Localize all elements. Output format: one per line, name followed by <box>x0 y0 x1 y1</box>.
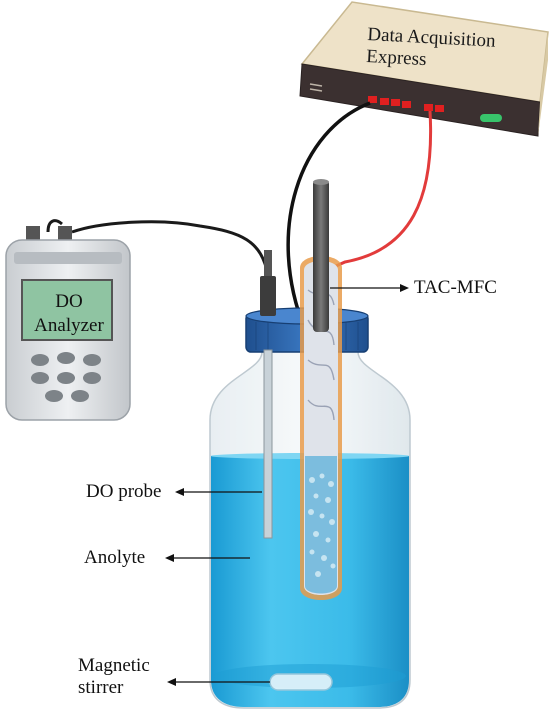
analyzer-screen-line2: Analyzer <box>34 315 104 336</box>
label-stirrer-line2: stirrer <box>78 677 124 698</box>
label-anolyte: Anolyte <box>84 547 146 568</box>
do-probe <box>260 250 276 539</box>
label-do-probe: DO probe <box>86 481 162 502</box>
arrow-do-probe <box>175 488 262 496</box>
label-stirrer-line1: Magnetic <box>78 655 150 676</box>
red-wire <box>326 110 433 272</box>
daq-power-indicator <box>480 114 502 122</box>
mfc-swirl-pattern <box>307 289 335 421</box>
analyzer-cable <box>71 220 270 277</box>
data-acquisition-device <box>299 1 549 137</box>
daq-indicator-lights <box>368 96 444 112</box>
arrow-anolyte <box>165 554 250 562</box>
arrow-stirrer <box>167 678 270 686</box>
arrow-tac-mfc <box>330 284 409 292</box>
daq-vent-lines <box>309 83 323 92</box>
analyzer-buttons <box>31 352 101 402</box>
tac-mfc-tube <box>300 179 342 600</box>
label-tac-mfc: TAC-MFC <box>414 277 497 298</box>
mfc-electrode-rod <box>313 180 329 332</box>
analyzer-screen-line1: DO <box>55 291 83 312</box>
magnetic-stirrer-bar <box>269 673 333 691</box>
analyzer-screen-text: DO Analyzer <box>26 290 112 338</box>
analyzer-cable-2 <box>46 219 63 233</box>
mfc-porous-matrix <box>308 473 336 577</box>
label-magnetic-stirrer: Magnetic stirrer <box>78 655 150 699</box>
black-wire <box>286 101 371 331</box>
daq-title: Data Acquisition Express <box>366 24 496 75</box>
analyzer-screen <box>21 279 113 341</box>
annotation-arrows <box>165 284 409 686</box>
do-analyzer-device <box>5 226 131 421</box>
